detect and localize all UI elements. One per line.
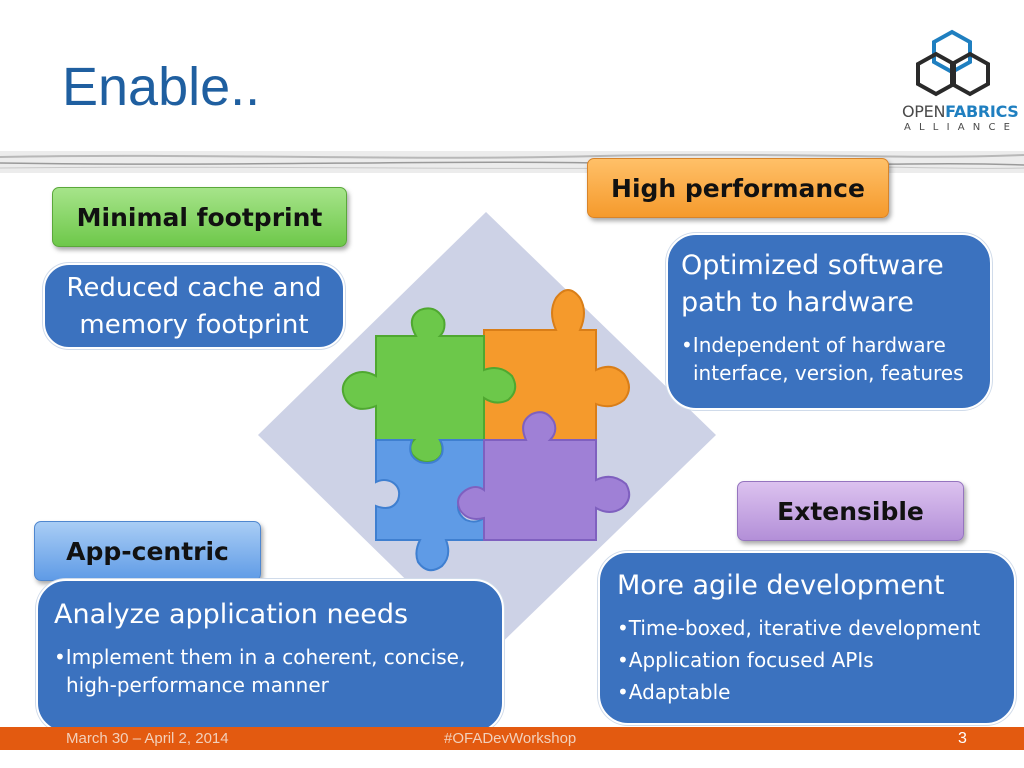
- box-opt-heading-line1: Optimized software: [681, 250, 944, 281]
- logo-alliance-text: ALLIANCE: [904, 122, 1019, 133]
- logo-wordmark: OPENFABRICS: [902, 102, 1019, 121]
- box-agile-bullet: •Application focused APIs: [617, 648, 874, 672]
- footer-bar: [0, 727, 1024, 750]
- box-optimized-software: Optimized software path to hardware •Ind…: [666, 233, 992, 410]
- tag-minimal-footprint: Minimal footprint: [52, 187, 347, 247]
- tag-app-centric: App-centric: [34, 521, 261, 581]
- openfabrics-logo-icon: [916, 29, 990, 97]
- slide-title: Enable..: [62, 57, 261, 117]
- box-opt-bullet-line2: interface, version, features: [693, 361, 964, 385]
- footer-hashtag: #OFADevWorkshop: [444, 730, 577, 747]
- page-number: 3: [958, 730, 967, 747]
- logo-open-text: OPEN: [902, 102, 946, 121]
- box-agile-development: More agile development •Time-boxed, iter…: [598, 551, 1016, 725]
- box-agile-bullet: •Time-boxed, iterative development: [617, 616, 981, 640]
- box-opt-heading-line2: path to hardware: [681, 287, 914, 318]
- box-analyze-heading: Analyze application needs: [54, 599, 409, 630]
- box-analyze-needs: Analyze application needs •Implement the…: [36, 579, 504, 733]
- box-opt-bullet-line1: •Independent of hardware: [681, 333, 946, 357]
- box-analyze-bullet-line1: •Implement them in a coherent, concise,: [54, 645, 466, 669]
- footer-date: March 30 – April 2, 2014: [66, 730, 229, 747]
- box-agile-heading: More agile development: [617, 570, 945, 601]
- puzzle-graphic: [258, 212, 716, 658]
- box-cache-line1: Reduced cache and: [66, 273, 322, 303]
- box-agile-bullet: •Adaptable: [617, 680, 731, 704]
- orange-puzzle-piece: [483, 289, 630, 441]
- purple-puzzle-piece: [457, 411, 631, 541]
- tag-extensible: Extensible: [737, 481, 964, 541]
- box-cache-line2: memory footprint: [79, 310, 309, 340]
- tag-high-performance: High performance: [587, 158, 889, 218]
- box-analyze-bullet-line2: high-performance manner: [66, 673, 329, 697]
- logo-fabrics-text: FABRICS: [945, 102, 1019, 121]
- box-reduced-cache: Reduced cache and memory footprint: [43, 263, 345, 349]
